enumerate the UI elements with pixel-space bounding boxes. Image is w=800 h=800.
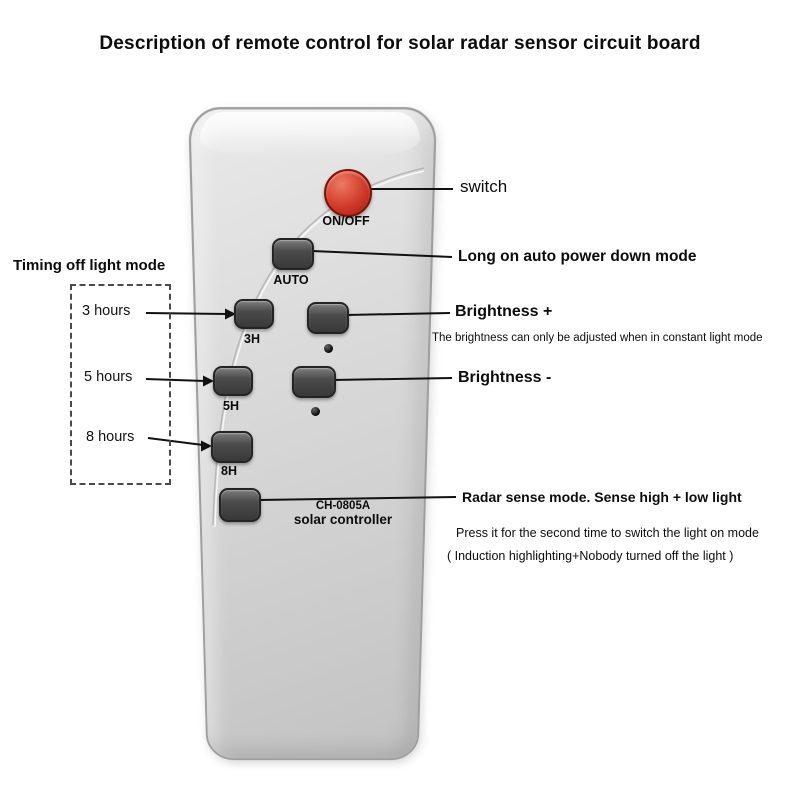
timing-mode-heading: Timing off light mode	[13, 257, 165, 274]
timer-5h-label: 5H	[209, 399, 253, 413]
brightness-minus-annotation: Brightness -	[458, 369, 551, 387]
radar-button	[219, 488, 261, 522]
radar-note-2: ( Induction highlighting+Nobody turned o…	[447, 549, 733, 563]
timing-item-5-hours: 5 hours	[84, 369, 132, 385]
remote-model-label: CH-0805A	[300, 500, 386, 512]
indicator-dot-top	[324, 344, 333, 353]
timer-5h-button	[213, 366, 253, 396]
timer-3h-label: 3H	[230, 332, 274, 346]
auto-annotation: Long on auto power down mode	[458, 248, 697, 266]
timing-item-3-hours: 3 hours	[82, 303, 130, 319]
brightness-note: The brightness can only be adjusted when…	[432, 332, 792, 344]
power-button-label: ON/OFF	[316, 214, 376, 228]
auto-button-label: AUTO	[266, 273, 316, 287]
radar-annotation: Radar sense mode. Sense high + low light	[462, 489, 742, 505]
timer-8h-button	[211, 431, 253, 463]
brightness-plus-annotation: Brightness +	[455, 303, 552, 321]
timer-8h-label: 8H	[207, 464, 251, 478]
radar-note-1: Press it for the second time to switch t…	[456, 526, 759, 540]
brightness-plus-button	[307, 302, 349, 334]
page-title: Description of remote control for solar …	[0, 33, 800, 55]
power-button	[324, 169, 372, 217]
remote-name-label: solar controller	[282, 512, 404, 527]
brightness-minus-button	[292, 366, 336, 398]
switch-annotation: switch	[460, 177, 507, 197]
auto-button	[272, 238, 314, 270]
timer-3h-button	[234, 299, 274, 329]
timing-item-8-hours: 8 hours	[86, 429, 134, 445]
indicator-dot-bottom	[311, 407, 320, 416]
